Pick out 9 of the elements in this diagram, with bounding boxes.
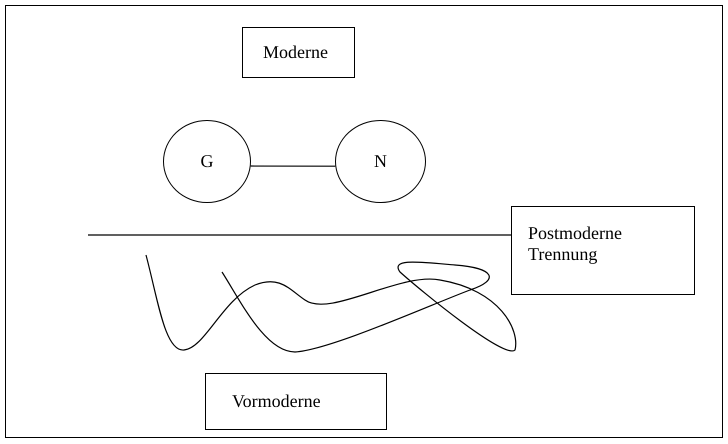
label-box [205, 373, 387, 430]
node-label: N [374, 151, 387, 172]
label-box [242, 27, 355, 78]
node-label: Postmoderne Trennung [528, 223, 623, 265]
node-label: Moderne [263, 42, 328, 63]
connector-line [250, 165, 336, 167]
label-box [511, 206, 695, 295]
node-label: G [200, 151, 214, 172]
node-label: Vormoderne [232, 391, 321, 412]
